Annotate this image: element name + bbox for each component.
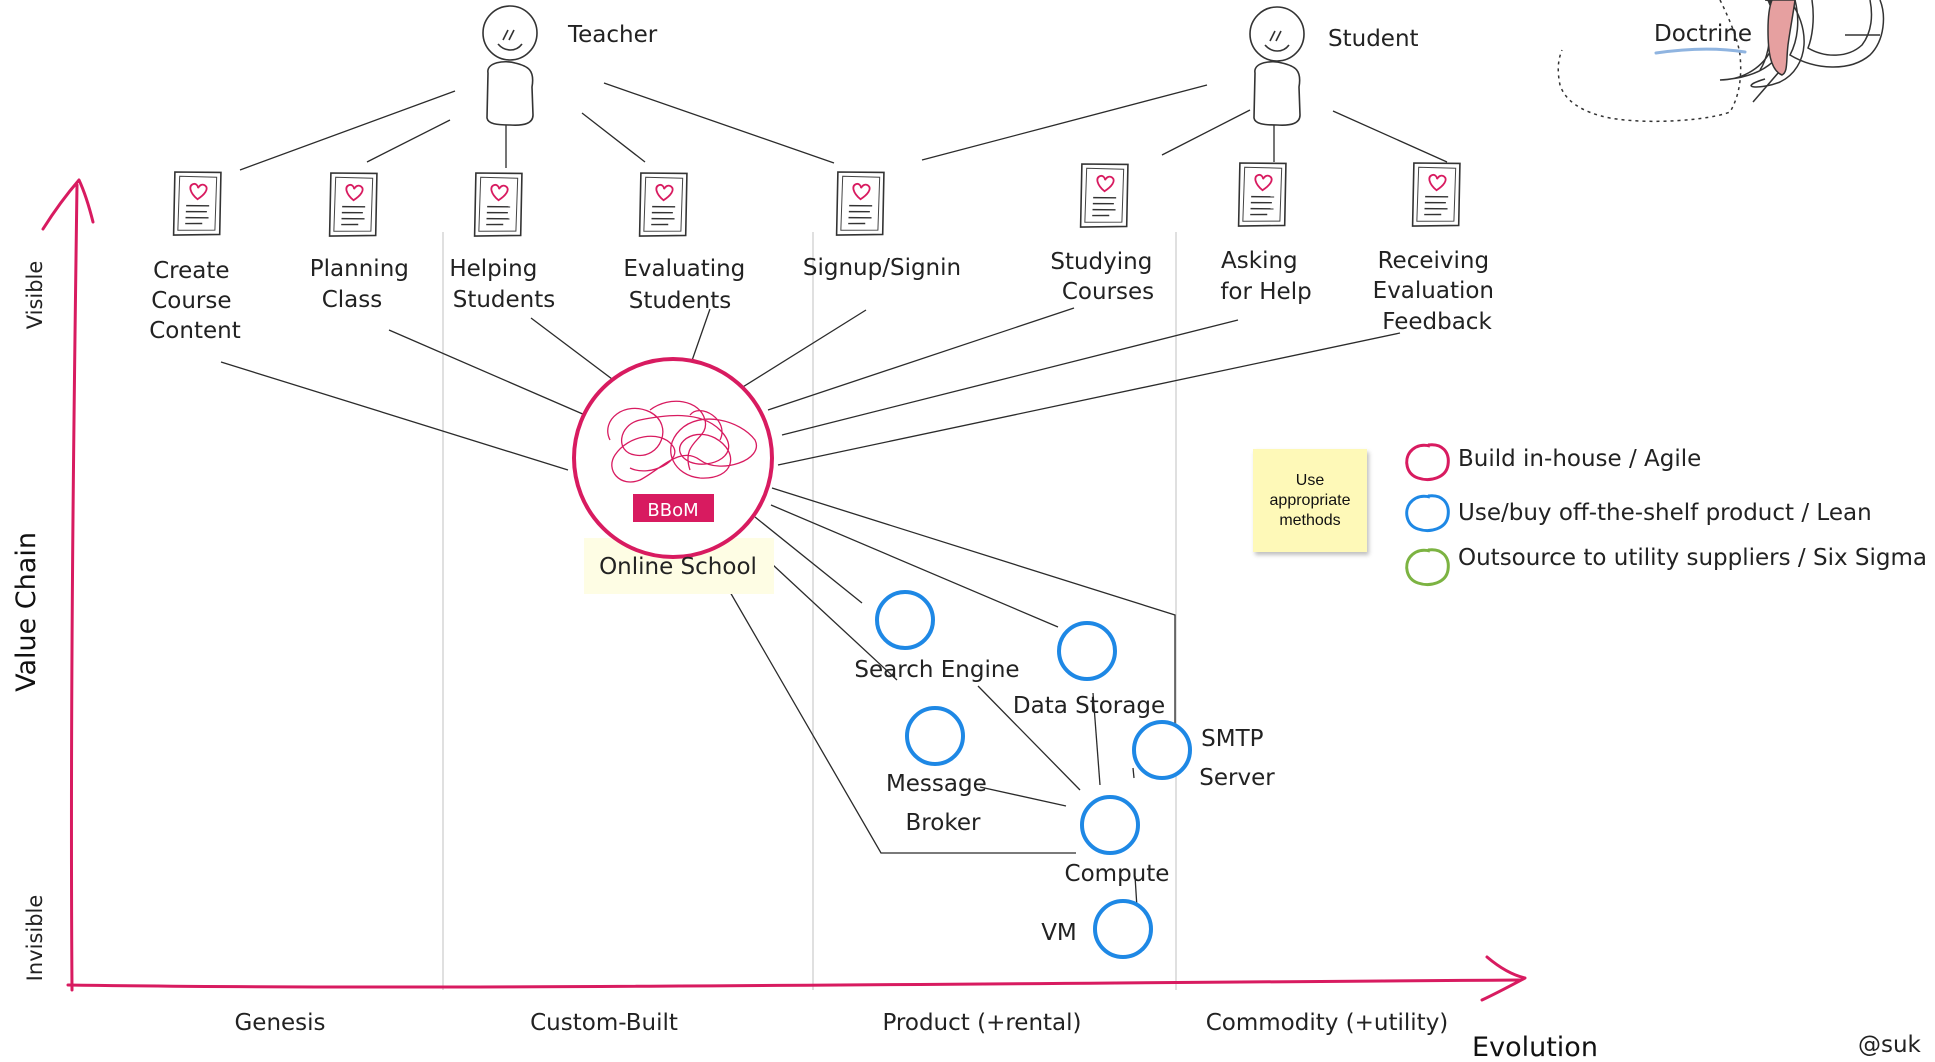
need-icon-studying-courses xyxy=(1079,162,1130,229)
student-label: Student xyxy=(1328,26,1419,52)
need-icon-planning-class xyxy=(328,171,379,238)
data-storage-node xyxy=(1057,621,1117,681)
bbom-badge xyxy=(633,494,714,522)
need-icon-asking-for-help xyxy=(1237,161,1288,228)
need-label-evaluating-students: Evaluating Students xyxy=(623,256,752,314)
y-axis-arrow xyxy=(43,180,93,229)
need-label-helping-students: Helping Students xyxy=(449,256,555,313)
legend-marker-buy xyxy=(1407,496,1449,531)
need-icon-signup-signin xyxy=(835,170,886,237)
doctrine-ring xyxy=(1790,0,1883,67)
components xyxy=(875,590,1192,959)
search-engine-node xyxy=(875,590,935,650)
axes xyxy=(43,180,1525,1000)
x-axis-line xyxy=(68,980,1520,987)
legend-label-buy: Use/buy off-the-shelf product / Lean xyxy=(1458,500,1872,526)
legend-marker-outsource xyxy=(1407,550,1449,585)
teacher-figure xyxy=(482,5,538,125)
legend-marker-build xyxy=(1407,445,1449,480)
connections xyxy=(221,83,1447,908)
need-label-studying-courses: Studying Courses xyxy=(1050,249,1159,305)
message-broker-node xyxy=(905,706,965,766)
vm-node xyxy=(1093,899,1153,959)
y-axis-line xyxy=(71,185,77,990)
need-label-receiving-evaluation-feedback: Receiving Evaluation Feedback xyxy=(1373,248,1502,335)
need-icon-evaluating-students xyxy=(638,171,689,238)
smtp-server-label: SMTP Server xyxy=(1199,726,1275,791)
online-school-label: Online School xyxy=(599,554,757,580)
doctrine-icon xyxy=(1558,0,1880,121)
need-icon-create-course-content xyxy=(172,170,223,237)
need-label-signup-signin: Signup/Signin xyxy=(803,255,961,281)
bbom-badge-text: BBoM xyxy=(647,500,698,521)
author-handle: @suk xyxy=(1858,1032,1922,1058)
x-axis-title: Evolution xyxy=(1472,1032,1598,1062)
stage-label-commodity: Commodity (+utility) xyxy=(1206,1010,1449,1036)
stage-label-product: Product (+rental) xyxy=(882,1010,1081,1036)
need-icon-helping-students xyxy=(473,171,524,238)
x-axis-arrow xyxy=(1482,957,1525,1000)
need-label-planning-class: Planning Class xyxy=(310,256,416,313)
legend-label-outsource: Outsource to utility suppliers / Six Sig… xyxy=(1458,545,1927,571)
doctrine-ring-inner xyxy=(1808,0,1871,55)
doctrine-underline xyxy=(1656,49,1745,53)
vm-label: VM xyxy=(1041,920,1077,946)
need-label-asking-for-help: Asking for Help xyxy=(1220,248,1311,305)
data-storage-label: Data Storage xyxy=(1013,693,1165,719)
y-axis-invisible-label: Invisible xyxy=(23,895,47,982)
message-broker-label: Message Broker xyxy=(886,771,994,836)
need-icon-receiving-evaluation-feedback xyxy=(1411,161,1462,228)
scribble-mess xyxy=(608,401,757,482)
need-label-create-course-content: Create Course Content xyxy=(149,258,240,344)
stage-dividers xyxy=(443,232,1176,990)
search-engine-label: Search Engine xyxy=(854,657,1019,683)
stage-label-genesis: Genesis xyxy=(234,1010,325,1036)
sticky-note-text: Use appropriate methods xyxy=(1269,471,1351,529)
compute-label: Compute xyxy=(1065,861,1170,887)
doctrine-highlight xyxy=(1768,0,1795,75)
compute-node xyxy=(1080,795,1140,855)
doctrine-label: Doctrine xyxy=(1654,21,1752,47)
legend-label-build: Build in-house / Agile xyxy=(1458,446,1701,472)
stage-label-custom-built: Custom-Built xyxy=(530,1010,678,1036)
y-axis-visible-label: Visible xyxy=(23,261,47,330)
student-figure xyxy=(1249,6,1305,125)
legend: Build in-house / Agile Use/buy off-the-s… xyxy=(1407,445,1927,585)
need-icons xyxy=(172,161,1462,238)
y-axis-title: Value Chain xyxy=(11,532,42,692)
smtp-server-node xyxy=(1132,720,1192,780)
teacher-label: Teacher xyxy=(567,22,658,48)
sticky-note: Use appropriate methods xyxy=(1253,449,1367,552)
